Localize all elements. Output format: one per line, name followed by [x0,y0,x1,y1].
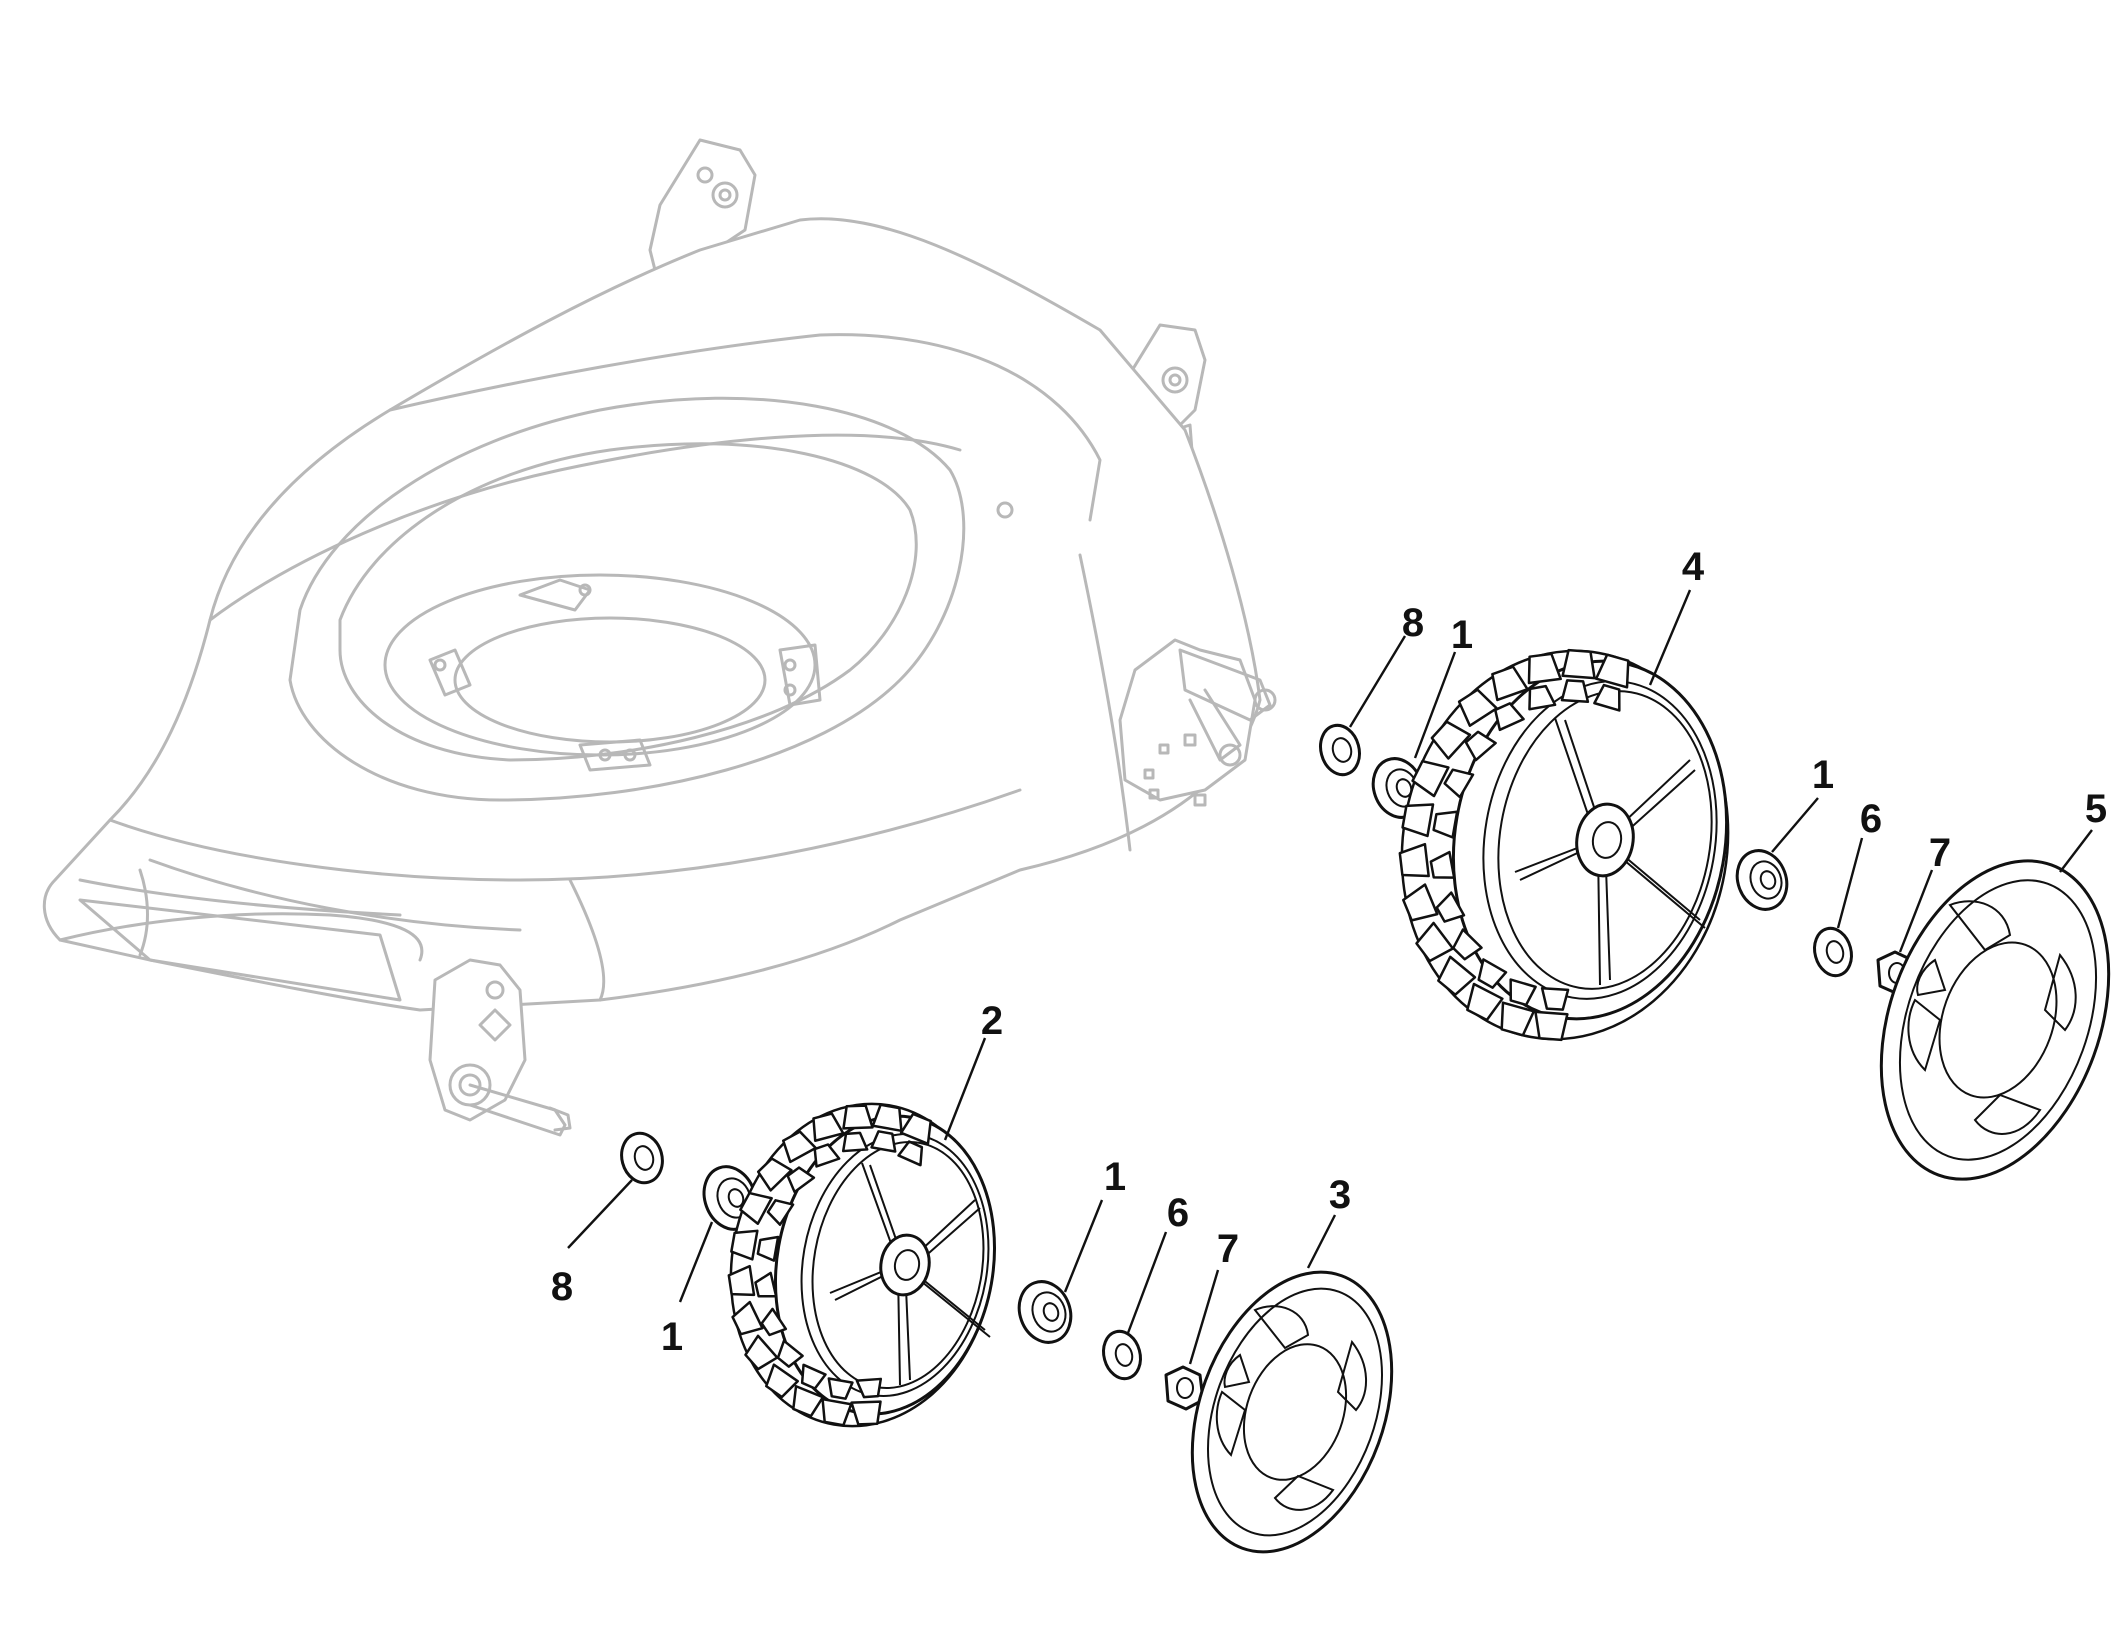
tread-lug [1429,850,1456,879]
tread-lug [744,1334,779,1371]
leader-line [1348,635,1407,728]
tread-lug [766,1199,795,1226]
callout-1: 1 [1812,753,1834,797]
tread-lug [841,1131,869,1153]
tread-lug [776,1339,804,1368]
wheel-icon [727,1102,997,1428]
tread-lug [1540,987,1570,1011]
leader-line [1898,869,1934,953]
left-wheel-assembly [620,1102,1394,1554]
callout-3: 3 [1329,1173,1351,1217]
callout-2: 2 [981,999,1003,1043]
leader-line [1063,1199,1104,1293]
callout-5: 5 [2085,787,2107,831]
tread-lug [1464,730,1497,762]
tread-lug [731,1300,764,1336]
tread-lug [1491,665,1529,702]
tread-lug [1398,842,1430,878]
tread-lug [1593,683,1621,712]
hubcap-icon [1190,1270,1394,1554]
leader-line [678,1221,714,1303]
leader-line [1413,651,1457,759]
tread-lug [756,1235,780,1262]
tread-lug [1528,684,1557,711]
tread-lug [899,1112,932,1145]
tread-lug [792,1385,825,1418]
tread-lug [813,1143,841,1168]
tread-lug [897,1140,924,1167]
tread-lug [1415,921,1455,963]
tread-lug [1430,720,1472,760]
bearing-icon [1017,1280,1073,1344]
tread-lug [727,1264,756,1297]
tread-lug [1494,702,1525,732]
leader-line [1836,837,1864,929]
callout-1: 1 [1104,1155,1126,1199]
tread-lug [1466,982,1504,1022]
tread-lug [800,1363,827,1390]
tread-lug [1527,652,1562,685]
tread-lug [760,1307,788,1337]
callout-8: 8 [551,1265,573,1309]
tread-lug [1509,978,1537,1007]
callout-7: 7 [1929,831,1951,875]
wheel-icon [1398,648,1730,1042]
tread-lug [855,1377,883,1399]
leader-line [567,1179,633,1249]
tread-lug [1437,955,1477,996]
mower-deck [42,138,1277,1137]
washer-icon [1319,723,1361,777]
callout-4: 4 [1682,545,1705,589]
leader-line [2059,829,2093,873]
leader-line [943,1037,987,1141]
tread-lug [1560,679,1590,703]
washer-icon [1102,1329,1142,1381]
tread-lug [1534,1010,1569,1042]
leader-line [1771,797,1819,853]
callouts: 4 8 1 1 6 7 5 2 1 6 7 3 8 1 [551,545,2107,1365]
tread-lug [1594,653,1630,689]
tread-lug [870,1130,897,1153]
callout-1: 1 [661,1315,683,1359]
tread-lug [1432,810,1459,839]
right-wheel-assembly [1319,648,2111,1181]
tread-lug [786,1166,816,1194]
leader-line [1126,1231,1168,1334]
callout-6: 6 [1167,1191,1189,1235]
leader-line [1188,1269,1220,1365]
callout-6: 6 [1860,797,1882,841]
tread-lug [1443,768,1475,799]
bearing-icon [1735,849,1789,911]
tread-lug [739,1191,773,1226]
washer-icon [620,1131,664,1185]
callout-7: 7 [1217,1227,1239,1271]
tread-lug [850,1400,882,1426]
tread-lug [1402,883,1439,922]
tread-lug [1452,928,1483,961]
washer-icon [1813,926,1853,978]
tread-lug [842,1104,874,1130]
tread-lug [1401,803,1435,838]
tread-lug [730,1229,759,1261]
leader-line [1648,589,1692,686]
callout-1: 1 [1451,613,1473,657]
leader-line [1306,1214,1337,1269]
tread-lug [827,1377,854,1400]
tread-lug [754,1271,778,1298]
tread-lug [765,1363,799,1399]
tread-lug [1561,648,1596,680]
tread-lug [1500,1001,1536,1037]
tread-lug [1477,958,1508,989]
callout-8: 8 [1402,601,1424,645]
tread-lug [1435,891,1466,923]
tread-lug [1411,759,1450,798]
tread-lug [812,1112,845,1142]
tread-lug [756,1157,793,1192]
hubcap-icon [1879,859,2111,1181]
